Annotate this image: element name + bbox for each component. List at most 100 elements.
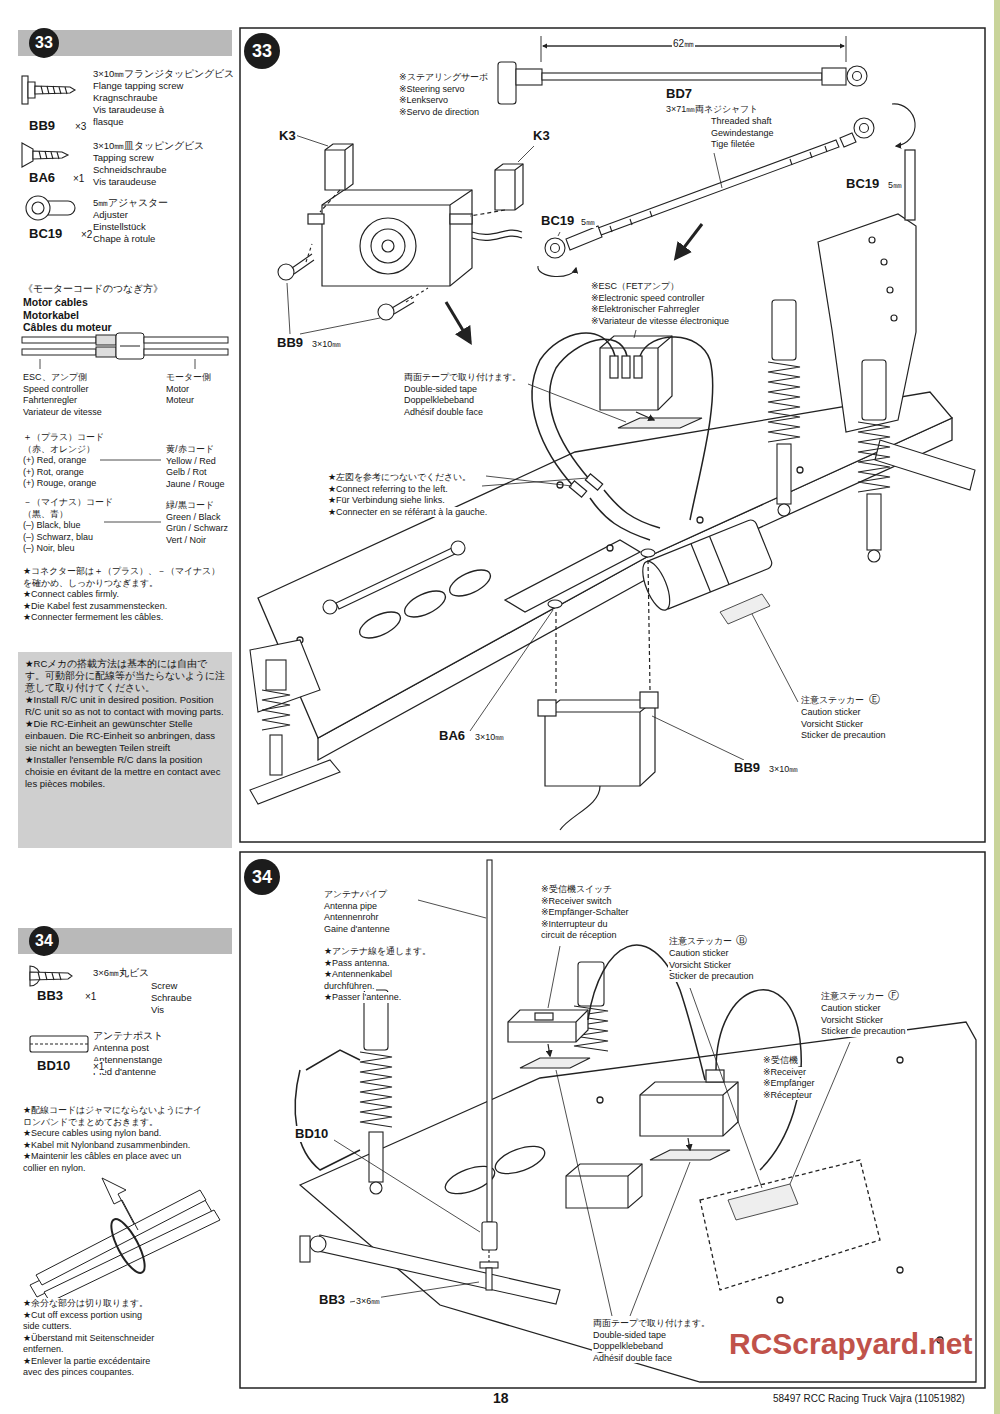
small-screw xyxy=(641,549,655,557)
antenna-pipe xyxy=(488,1250,489,1262)
assembly-arrow xyxy=(446,302,470,342)
shock-tower xyxy=(881,259,887,265)
scan-edge xyxy=(994,0,1000,1414)
shock-tower xyxy=(818,214,916,432)
suspension-arm xyxy=(314,1235,560,1304)
caution-sticker xyxy=(720,594,770,624)
leader-line xyxy=(40,359,41,369)
steering-servo xyxy=(450,214,472,224)
quantity: ×1 xyxy=(72,173,85,185)
note-text: ★Die Kabel fest zusammenstecken. xyxy=(22,601,168,612)
callout-text: ※Receiver switch xyxy=(540,896,613,907)
dimension: 62㎜ xyxy=(672,38,695,50)
callout-text: Caution sticker xyxy=(800,707,862,718)
part-code: BD10 xyxy=(294,1126,329,1142)
part-code: BA6 xyxy=(438,728,466,744)
shock-absorber xyxy=(777,444,791,504)
callout-text: 5㎜ xyxy=(580,217,596,228)
chassis xyxy=(446,565,494,602)
motor xyxy=(637,558,675,614)
callout-text: 3×10㎜ xyxy=(474,732,505,743)
callout-text: flasque xyxy=(92,116,125,127)
esc-unit xyxy=(566,1164,642,1208)
part-code: BC19 xyxy=(540,213,575,229)
chassis xyxy=(777,1297,783,1303)
note-text: entfernen. xyxy=(22,1344,65,1355)
callout-text: 緑/黒コード xyxy=(165,500,215,511)
callout-text: 注意ステッカー xyxy=(820,991,885,1002)
callout-text: Gewindestange xyxy=(710,128,775,139)
chassis xyxy=(697,517,703,523)
flange-screw-icon xyxy=(35,86,75,94)
shock-absorber xyxy=(778,504,790,516)
callout-text: （黒、青） xyxy=(22,509,69,520)
note-text: ★アンテナ線を通します。 xyxy=(323,946,432,957)
callout-text: Antenna pipe xyxy=(323,901,378,912)
threaded-shaft-exploded xyxy=(545,238,565,258)
step-number-text: 33 xyxy=(35,34,53,52)
note-text: ★Connecter fermement les câbles. xyxy=(22,612,164,623)
motor-cable-connector xyxy=(96,347,116,357)
suspension xyxy=(250,640,320,712)
part-code: BC19 xyxy=(28,226,63,242)
note-text: side cutters. xyxy=(22,1321,73,1332)
antenna-pipe xyxy=(482,1222,497,1250)
leader-line xyxy=(634,330,636,338)
leader-line xyxy=(790,1042,850,1184)
quantity: ×3 xyxy=(74,121,87,133)
callout-text: 黄/赤コード xyxy=(165,444,215,455)
flange-screw xyxy=(292,254,314,274)
threaded-shaft-assembled xyxy=(498,62,516,104)
receiver-switch xyxy=(520,1058,590,1068)
esc-unit xyxy=(532,333,615,488)
callout-text: ※受信機 xyxy=(762,1055,799,1066)
part-code: BB9 xyxy=(733,760,761,776)
callout-text: ※Receiver xyxy=(762,1067,807,1078)
chassis xyxy=(897,1057,903,1063)
callout-text: Yellow / Red xyxy=(165,456,217,467)
receiver xyxy=(650,1150,730,1160)
callout-text: Flange tapping screw xyxy=(92,80,184,91)
note-text: ★Secure cables using nylon band. xyxy=(22,1128,162,1139)
antenna-pipe xyxy=(480,860,498,1290)
callout-text: (–) Noir, bleu xyxy=(22,543,76,554)
round-screw-icon xyxy=(30,972,72,980)
chassis xyxy=(505,540,640,612)
callout-text: Chape à rotule xyxy=(92,233,156,244)
note-text: ★配線コードはジャマにならないようにナイ xyxy=(22,1105,203,1116)
leader-line xyxy=(690,988,762,1188)
adjuster-icon xyxy=(26,196,75,220)
steering-servo xyxy=(320,190,505,216)
callout-text: 注意ステッカー xyxy=(800,695,865,706)
callout-text: Vorsicht Sticker xyxy=(820,1015,884,1026)
quantity: ×2 xyxy=(80,229,93,241)
note-text: ★Enlever la partie excédentaire xyxy=(22,1356,151,1367)
threaded-shaft-exploded xyxy=(854,118,874,138)
steering-servo xyxy=(472,236,522,240)
callout-text: Doppelklebeband xyxy=(592,1341,664,1352)
motor-cable-connector xyxy=(96,335,116,345)
callout-text: －（マイナス）コード xyxy=(22,497,114,508)
callout-text: 5㎜アジャスター xyxy=(92,197,169,208)
leader-line xyxy=(100,460,161,461)
adjuster-icon xyxy=(48,201,75,215)
flange-screw xyxy=(278,244,428,320)
callout-text: Sticker de precaution xyxy=(820,1026,907,1037)
motor-cable-connector xyxy=(144,349,228,355)
step-number: 33 xyxy=(29,28,59,58)
callout-text: Caution sticker xyxy=(668,948,730,959)
flange-screw xyxy=(306,244,428,302)
shock-absorber xyxy=(360,1052,392,1127)
leader-line xyxy=(418,900,486,918)
steering-link xyxy=(323,541,465,614)
shock-absorber xyxy=(768,362,800,442)
leader-line xyxy=(714,153,722,188)
callout-text: Adhésif double face xyxy=(403,407,484,418)
steering-servo xyxy=(472,230,522,234)
section-heading: Câbles du moteur xyxy=(22,321,113,334)
leader-line xyxy=(518,146,534,162)
note-text: ★Installer l'ensemble R/C dans la positi… xyxy=(25,754,225,790)
callout-text: Schraube xyxy=(150,992,193,1003)
steering-servo-mounted xyxy=(545,700,655,786)
leader-line xyxy=(652,716,744,760)
